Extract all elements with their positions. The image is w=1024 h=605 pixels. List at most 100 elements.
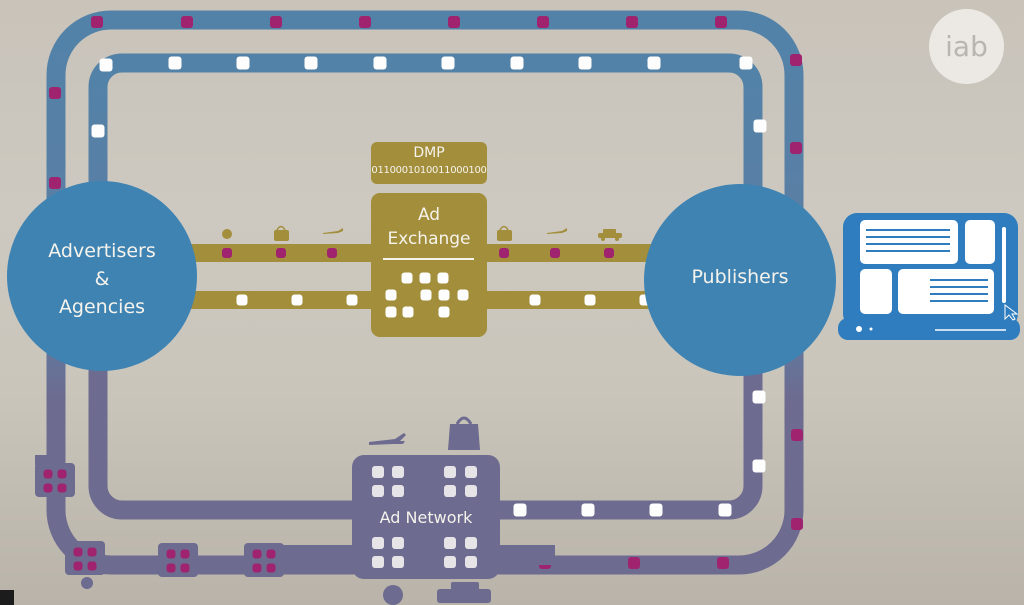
laptop-website-icon[interactable]	[838, 213, 1020, 340]
ad-exchange-box	[371, 193, 487, 337]
ad-network-label: Ad Network	[379, 508, 473, 527]
data-packet-white	[99, 58, 113, 72]
data-packet-white	[752, 390, 766, 404]
building-window	[444, 537, 456, 549]
data-packet-white	[718, 503, 732, 517]
data-packet-magenta	[628, 557, 640, 569]
airplane-icon	[323, 228, 343, 234]
advertisers-line-1: Advertisers	[48, 240, 156, 262]
building-window	[465, 537, 477, 549]
data-packet-magenta	[49, 87, 61, 99]
building-window	[444, 485, 456, 497]
data-packet-white	[373, 56, 387, 70]
data-packet-magenta	[715, 16, 727, 28]
exchange-data-block	[385, 289, 397, 301]
shopping-bag-icon	[448, 416, 480, 450]
dmp-title: DMP	[413, 145, 445, 161]
dmp-binary: 0110001010011000100	[371, 165, 487, 176]
data-packet-white	[510, 56, 524, 70]
data-packet-magenta	[91, 16, 103, 28]
advertisers-label: Advertisers & Agencies	[22, 237, 182, 321]
data-packet-magenta	[276, 248, 286, 258]
building-window	[372, 466, 384, 478]
small-building	[158, 543, 198, 577]
small-building	[65, 541, 105, 575]
exchange-data-block	[401, 272, 413, 284]
data-packet-magenta	[626, 16, 638, 28]
data-packet-magenta	[550, 248, 560, 258]
data-packet-white	[529, 294, 541, 306]
building-window	[392, 556, 404, 568]
car-icon	[437, 582, 491, 603]
building-window	[372, 485, 384, 497]
publishers-node[interactable]	[644, 184, 836, 376]
building-window	[180, 563, 190, 573]
data-packet-magenta	[270, 16, 282, 28]
building-window	[392, 537, 404, 549]
airplane-icon	[547, 228, 567, 234]
data-packet-white	[441, 56, 455, 70]
iab-logo: iab	[929, 9, 1004, 84]
small-building	[244, 543, 284, 577]
shopping-bag-icon	[274, 225, 289, 241]
exchange-data-block	[420, 289, 432, 301]
exchange-rail-top-right	[485, 244, 655, 262]
advertisers-line-3: Agencies	[58, 296, 146, 318]
data-packet-white	[304, 56, 318, 70]
exchange-data-block	[419, 272, 431, 284]
shopping-bag-icon	[497, 225, 512, 241]
building-window	[465, 466, 477, 478]
data-packet-magenta	[790, 54, 802, 66]
ad-exchange-line-1: Ad	[417, 205, 441, 225]
data-packet-white	[578, 56, 592, 70]
exchange-data-block	[438, 289, 450, 301]
dmp-box	[371, 142, 487, 184]
ad-exchange-label: Ad Exchange	[371, 203, 487, 251]
data-packet-white	[649, 503, 663, 517]
data-packet-magenta	[604, 248, 614, 258]
data-packet-magenta	[790, 142, 802, 154]
building-window	[43, 469, 53, 479]
building-window	[166, 563, 176, 573]
building-window	[444, 556, 456, 568]
advertisers-node[interactable]	[7, 181, 197, 371]
building-window	[252, 563, 262, 573]
data-packet-magenta	[717, 557, 729, 569]
data-packet-white	[647, 56, 661, 70]
airplane-icon	[369, 433, 406, 445]
exchange-rail-bottom-left	[185, 291, 375, 309]
car-icon	[598, 229, 622, 241]
ball-icon	[222, 229, 232, 239]
data-packet-white	[739, 56, 753, 70]
exchange-rail-bottom-right	[485, 291, 655, 309]
data-packet-magenta	[499, 248, 509, 258]
data-packet-magenta	[181, 16, 193, 28]
data-packet-magenta	[359, 16, 371, 28]
advertisers-line-2: &	[94, 268, 110, 290]
data-packet-white	[91, 124, 105, 138]
building-window	[180, 549, 190, 559]
data-packet-magenta	[327, 248, 337, 258]
video-control-corner[interactable]	[0, 590, 14, 605]
building-window	[372, 537, 384, 549]
data-packet-magenta	[791, 429, 803, 441]
exchange-data-block	[457, 289, 469, 301]
building-window	[87, 547, 97, 557]
ball-icon	[81, 577, 93, 589]
data-packet-white	[513, 503, 527, 517]
building-window	[444, 466, 456, 478]
building-window	[392, 485, 404, 497]
small-building	[35, 463, 75, 497]
building-window	[372, 556, 384, 568]
building-window	[43, 483, 53, 493]
data-packet-white	[581, 503, 595, 517]
exchange-data-block	[402, 306, 414, 318]
data-packet-white	[168, 56, 182, 70]
data-packet-magenta	[222, 248, 232, 258]
cursor-icon	[1004, 304, 1019, 321]
publishers-label: Publishers	[691, 266, 789, 288]
building-window	[252, 549, 262, 559]
data-packet-white	[236, 294, 248, 306]
data-packet-magenta	[448, 16, 460, 28]
